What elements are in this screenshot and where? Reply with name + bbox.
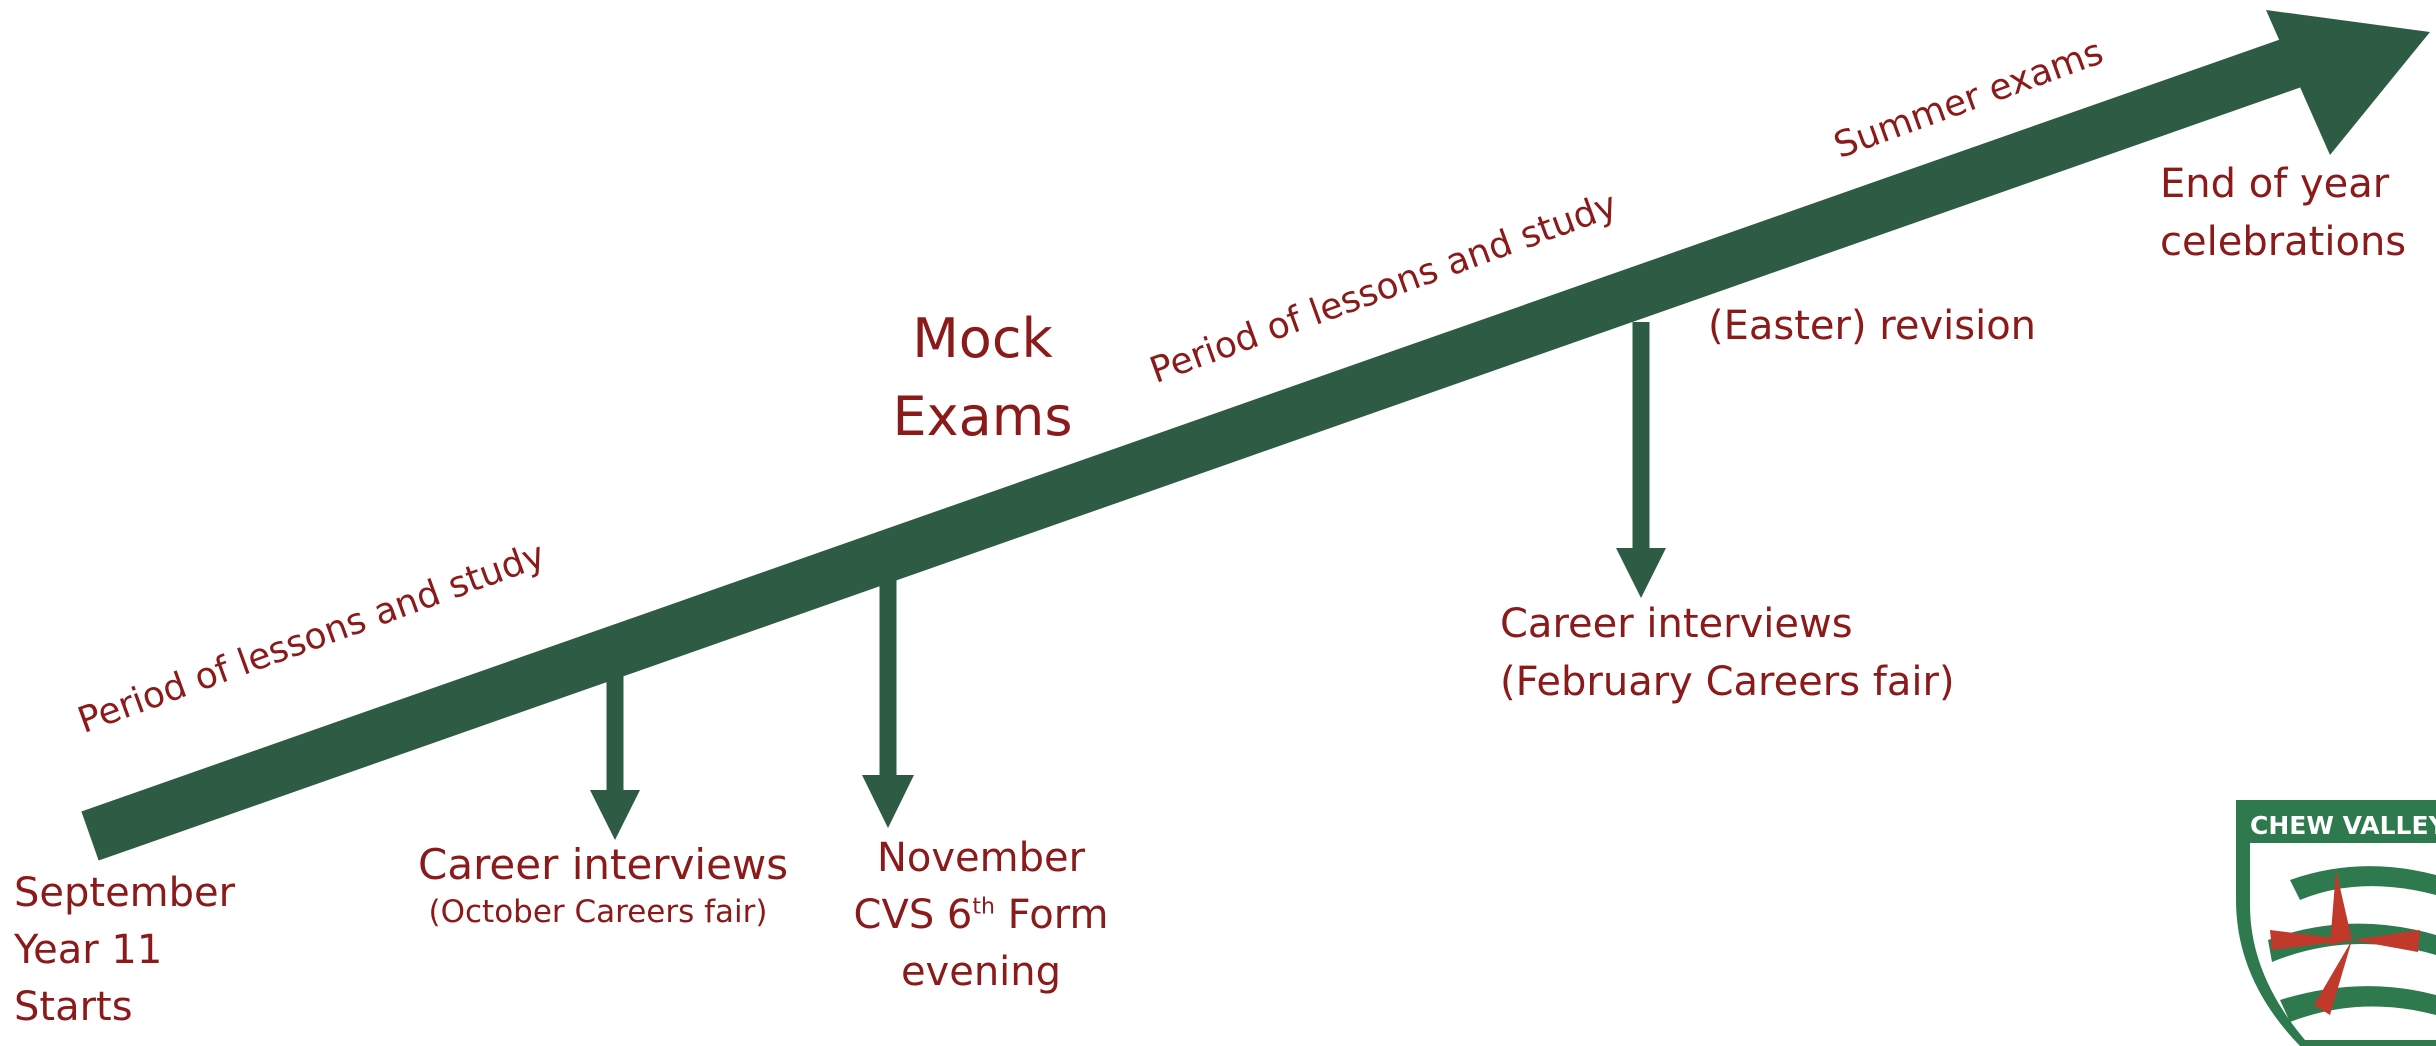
october-careers-label: Career interviews (October Careers fair) — [418, 840, 789, 930]
november-evening-label: November CVS 6th Form evening — [853, 835, 1109, 995]
november-event-arrow — [862, 580, 914, 828]
timeline-arrow — [81, 10, 2430, 861]
september-start-label: September Year 11 Starts — [14, 870, 236, 1030]
mock-exams-label: Mock Exams — [892, 307, 1073, 448]
february-event-arrow — [1616, 322, 1666, 598]
logo-text: CHEW VALLEY — [2250, 811, 2436, 840]
february-careers-label: Career interviews (February Careers fair… — [1500, 601, 1955, 705]
end-of-year-label: End of year celebrations — [2160, 161, 2407, 265]
easter-revision-label: (Easter) revision — [1708, 303, 2037, 349]
october-event-arrow — [590, 672, 640, 840]
school-crest-icon: CHEW VALLEY — [2236, 800, 2436, 1046]
